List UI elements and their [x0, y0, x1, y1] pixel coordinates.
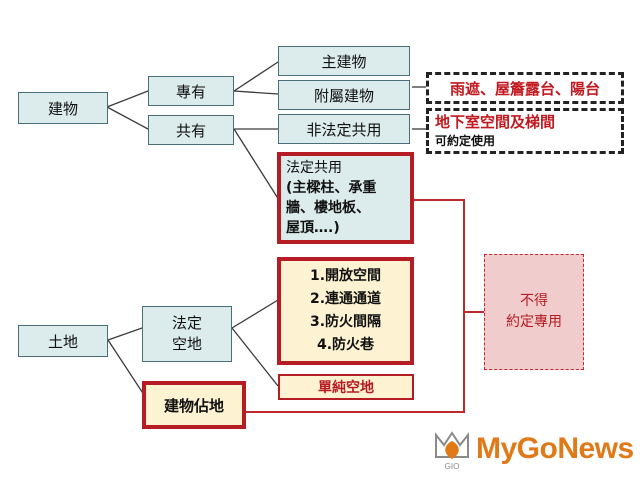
node-non-statutory-common: 非法定共用: [278, 114, 410, 144]
node-statutory-open-space: 法定 空地: [142, 306, 232, 362]
open-space-item: 3.防火間隔: [309, 314, 382, 330]
node-main-building: 主建物: [278, 46, 410, 76]
node-building: 建物: [18, 92, 108, 124]
connector-exclusive-main: [233, 61, 279, 92]
node-statutory-common-line-2: (主樑柱、承重: [286, 180, 377, 196]
node-building-footprint: 建物佔地: [142, 381, 246, 429]
logo-text: MyGoNews: [476, 432, 634, 465]
node-exclusive: 專有: [148, 76, 234, 106]
node-land-label: 土地: [47, 332, 78, 351]
node-statutory-open-space-line-2: 空地: [171, 335, 202, 353]
node-common-label: 共有: [175, 121, 206, 140]
node-statutory-open-space-line-1: 法定: [171, 314, 202, 332]
node-building-footprint-label: 建物佔地: [163, 396, 224, 415]
node-statutory-common-line-4: 屋頂….): [286, 220, 340, 236]
node-main-building-label: 主建物: [321, 52, 367, 71]
node-attached-examples: 雨遮、屋簷露台、陽台: [426, 72, 624, 104]
node-open-space-list: 1.開放空間 2.連通通道 3.防火間隔 4.防火巷: [277, 257, 414, 365]
node-statutory-common-line-3: 牆、樓地板、: [286, 200, 370, 216]
mygonews-logo: GIO MyGoNews: [432, 426, 637, 472]
node-basement-title: 地下室空間及梯間: [435, 113, 556, 131]
node-not-exclusive: 不得 約定專用: [484, 254, 584, 370]
node-building-label: 建物: [47, 99, 78, 118]
connector-common-statutory: [233, 128, 280, 201]
node-non-statutory-common-label: 非法定共用: [306, 120, 382, 139]
node-pure-open-land: 單純空地: [278, 374, 414, 400]
connector-open-pure: [231, 327, 279, 387]
connector-open-list: [231, 299, 279, 329]
node-common: 共有: [148, 115, 234, 145]
logo-emblem-icon: GIO: [435, 431, 469, 471]
connector-building-common: [106, 106, 149, 130]
open-space-item: 2.連通通道: [309, 291, 382, 307]
node-pure-open-land-label: 單純空地: [318, 380, 374, 396]
node-basement-note: 可約定使用: [435, 134, 496, 148]
node-basement: 地下室空間及梯間 可約定使用: [426, 108, 624, 154]
connector-red-loop: [246, 199, 465, 413]
node-not-exclusive-line-1: 不得: [520, 293, 548, 309]
node-land: 土地: [18, 325, 108, 357]
node-statutory-common-line-1: 法定共用: [286, 160, 342, 176]
node-attached-building: 附屬建物: [278, 80, 410, 110]
node-exclusive-label: 專有: [175, 82, 206, 101]
connector-exclusive-attached: [233, 90, 279, 95]
logo-emblem-text: GIO: [445, 462, 460, 471]
node-statutory-common: 法定共用 (主樑柱、承重 牆、樓地板、 屋頂….): [277, 152, 414, 244]
node-attached-examples-label: 雨遮、屋簷露台、陽台: [449, 79, 600, 98]
node-attached-building-label: 附屬建物: [313, 86, 374, 105]
open-space-item: 1.開放空間: [309, 268, 382, 284]
connector-building-exclusive: [106, 90, 149, 108]
connector-land-open: [107, 327, 143, 341]
node-not-exclusive-line-2: 約定專用: [506, 314, 562, 330]
open-space-item: 4.防火巷: [316, 337, 375, 353]
